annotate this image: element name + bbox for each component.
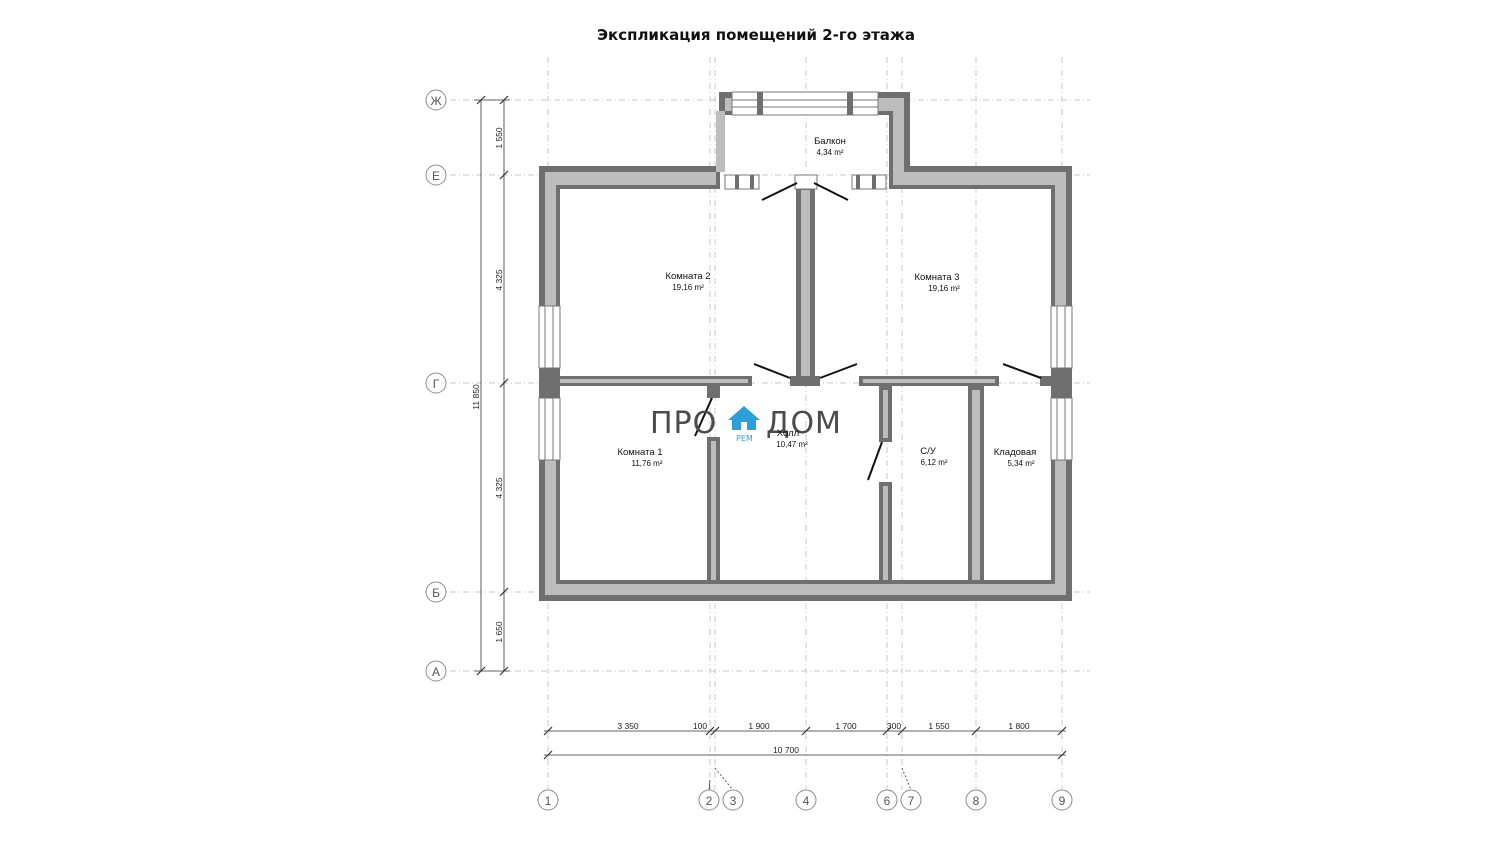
- room-labels: Балкон 4,34 m² Комната 2 19,16 m² Комнат…: [617, 136, 1036, 468]
- dim-h-3: 1 900: [748, 721, 770, 731]
- dim-h-6: 1 550: [928, 721, 950, 731]
- axis-col-8: 8: [973, 794, 980, 808]
- dim-h-1: 3 350: [617, 721, 639, 731]
- axis-col-1: 1: [545, 794, 552, 808]
- room-balcony-area: 4,34 m²: [816, 148, 843, 157]
- horizontal-dimensions: 3 350 100 1 900 1 700 300 1 550 1 800 10…: [543, 721, 1067, 760]
- dim-v-2: 4 325: [494, 269, 504, 291]
- room-1-name: Комната 1: [617, 447, 662, 458]
- room-hall-name: Холл: [777, 428, 799, 439]
- room-wc-area: 6,12 m²: [920, 458, 947, 467]
- logo: ПРО РЕМ ДОМ: [650, 406, 842, 443]
- axis-col-4: 4: [803, 794, 810, 808]
- axis-bubbles-rows: Ж Е Г Б А: [425, 89, 447, 682]
- walls: [539, 92, 1072, 601]
- dim-h-4: 1 700: [835, 721, 857, 731]
- axis-row-b: Б: [432, 586, 440, 600]
- dim-h-5: 300: [887, 721, 901, 731]
- dim-h-total: 10 700: [773, 745, 799, 755]
- room-storage-name: Кладовая: [994, 447, 1037, 458]
- axis-col-6: 6: [884, 794, 891, 808]
- dim-v-4: 1 650: [494, 621, 504, 643]
- dim-h-2: 100: [693, 721, 707, 731]
- axis-row-zh: Ж: [430, 94, 441, 108]
- axis-col-9: 9: [1059, 794, 1066, 808]
- room-wc-name: С/У: [920, 446, 937, 457]
- dim-v-total: 11 850: [471, 384, 481, 410]
- axis-bubbles-cols: 1 2 3 4 6 7 8 9: [537, 767, 1073, 811]
- axis-col-7: 7: [908, 794, 915, 808]
- axis-row-e: Е: [432, 169, 440, 183]
- doors: [694, 182, 1042, 481]
- plan-title: Экспликация помещений 2-го этажа: [597, 26, 915, 44]
- dim-v-1: 1 550: [494, 127, 504, 149]
- logo-left: ПРО: [650, 406, 717, 441]
- room-2-area: 19,16 m²: [672, 283, 704, 292]
- room-3-name: Комната 3: [914, 272, 959, 283]
- room-storage-area: 5,34 m²: [1007, 459, 1034, 468]
- logo-right: ДОМ: [766, 406, 842, 441]
- axis-row-g: Г: [433, 377, 440, 391]
- axis-row-a: А: [432, 665, 440, 679]
- vertical-dimensions: 1 550 4 325 4 325 1 650 11 850: [471, 95, 510, 676]
- logo-small: РЕМ: [736, 434, 753, 443]
- axis-col-3: 3: [730, 794, 737, 808]
- house-icon: [728, 406, 760, 430]
- room-balcony-name: Балкон: [814, 136, 846, 147]
- axis-col-2: 2: [706, 794, 713, 808]
- room-3-area: 19,16 m²: [928, 284, 960, 293]
- dim-v-3: 4 325: [494, 477, 504, 499]
- dim-h-7: 1 800: [1008, 721, 1030, 731]
- room-hall-area: 10,47 m²: [776, 440, 808, 449]
- room-1-area: 11,76 m²: [632, 459, 663, 468]
- room-2-name: Комната 2: [665, 271, 710, 282]
- windows: [538, 91, 1073, 461]
